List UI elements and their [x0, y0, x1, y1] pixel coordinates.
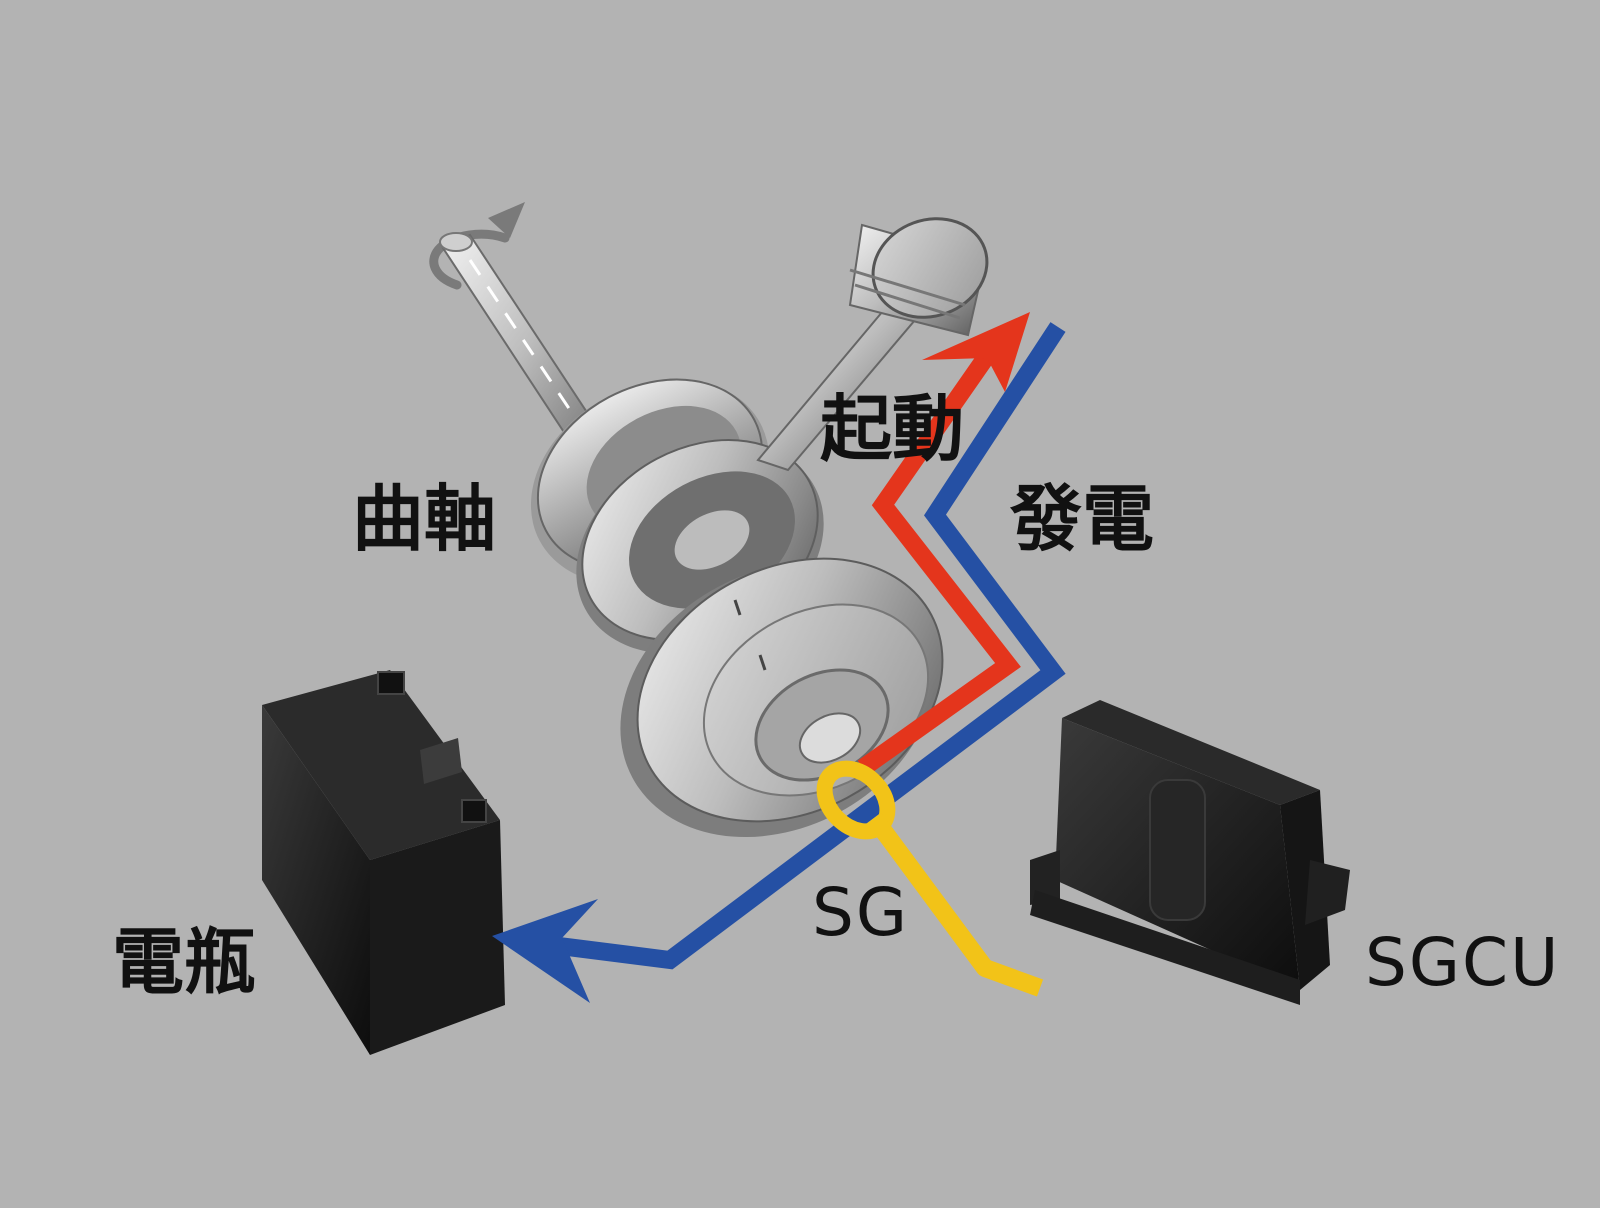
charge-path-arrowhead [492, 899, 598, 1003]
control-unit-icon [1030, 700, 1350, 1005]
generate-label: 發電 [1010, 477, 1155, 561]
rotation-arrow-icon [429, 202, 525, 290]
start-path-line [857, 334, 1021, 776]
piston-icon [756, 217, 989, 472]
sgcu-label: SGCU [1365, 924, 1561, 1001]
sg-label: SG [812, 874, 910, 951]
crankshaft-label: 曲軸 [352, 477, 497, 561]
battery-label: 電瓶 [112, 920, 257, 1004]
start-label: 起動 [820, 387, 965, 471]
charge-path-line [510, 322, 1066, 970]
crankshaft-icon [439, 232, 824, 654]
battery-icon [262, 670, 505, 1055]
start-path-arrowhead [922, 312, 1030, 392]
signal-path [816, 760, 1044, 997]
